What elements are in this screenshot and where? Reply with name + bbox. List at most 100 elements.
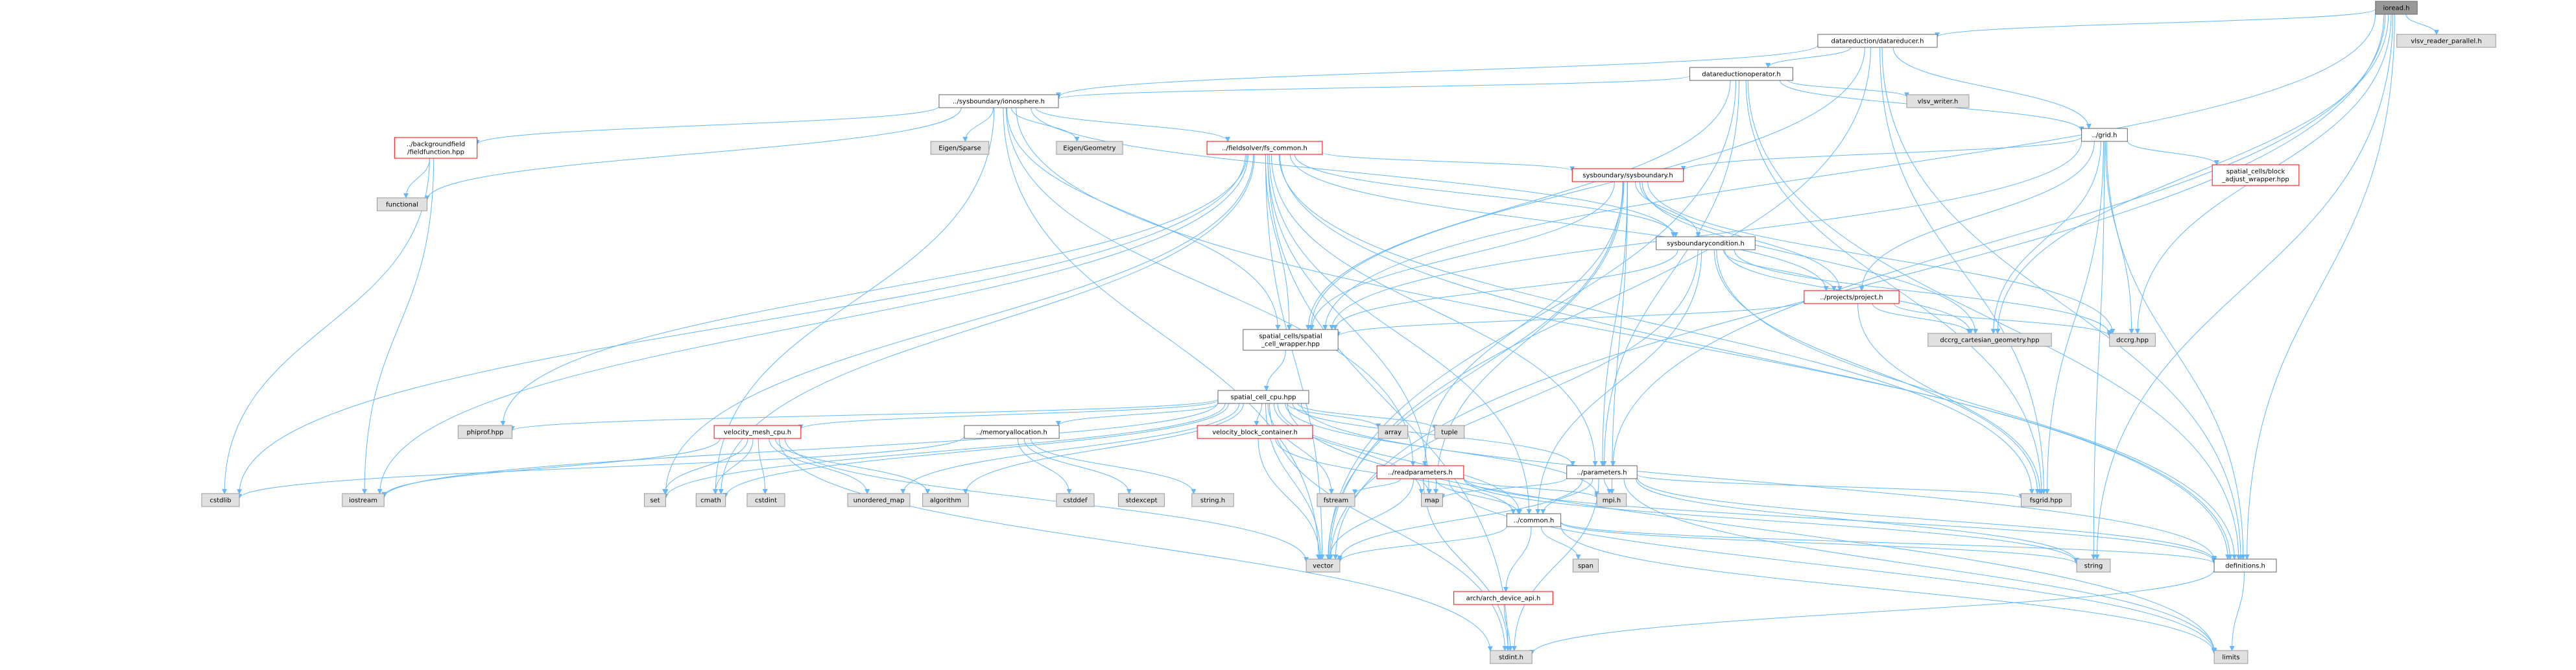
edge-cell_wrapper-to-cell_cpu	[1263, 350, 1286, 391]
node-common[interactable]: ../common.h	[1506, 513, 1562, 527]
edge-readparameters-to-stdint	[1423, 478, 1511, 651]
node-box	[2213, 650, 2248, 664]
node-box	[457, 425, 513, 439]
node-label: dccrg_cartesian_geometry.hpp	[1940, 337, 2039, 344]
node-cartesian: dccrg_cartesian_geometry.hpp	[1927, 333, 2052, 347]
node-ionosphere[interactable]: ../sysboundary/ionosphere.h	[938, 94, 1059, 108]
node-box	[1689, 67, 1793, 81]
edge-datareductionoperator-to-cell_wrapper	[1306, 80, 1731, 330]
edge-definitions-to-limits	[2229, 571, 2245, 651]
edge-common-to-vector	[1337, 525, 1507, 563]
node-block_adjust[interactable]: spatial_cells/block_adjust_wrapper.hpp	[2212, 164, 2300, 186]
node-parameters[interactable]: ../parameters.h	[1566, 465, 1638, 479]
node-datareductionoperator[interactable]: datareductionoperator.h	[1689, 67, 1793, 81]
node-box	[2212, 164, 2300, 186]
edge-parameters-to-definitions	[1636, 477, 2217, 562]
edge-ionosphere-to-readparameters	[1005, 107, 1416, 466]
node-box	[1596, 493, 1627, 507]
node-label: ../parameters.h	[1577, 470, 1627, 477]
edge-readparameters-to-common	[1435, 478, 1521, 514]
node-box	[1377, 425, 1409, 439]
node-project[interactable]: ../projects/project.h	[1804, 290, 1900, 304]
node-label: definitions.h	[2225, 563, 2265, 570]
node-backgroundfield[interactable]: ../backgroundfield/fieldfunction.hpp	[394, 137, 478, 159]
node-array: array	[1377, 425, 1409, 439]
node-readparameters[interactable]: ../readparameters.h	[1376, 465, 1464, 479]
node-label: stdexcept	[1125, 497, 1157, 505]
node-label: datareduction/datareducer.h	[1831, 38, 1924, 45]
node-label: ../sysboundary/ionosphere.h	[953, 99, 1045, 106]
node-label: ../readparameters.h	[1388, 470, 1453, 477]
node-label: vlsv_reader_parallel.h	[2411, 38, 2481, 45]
node-cell_wrapper[interactable]: spatial_cells/spatial_cell_wrapper.hpp	[1243, 329, 1339, 351]
edge-fs_common-to-vector	[1265, 154, 1325, 560]
edge-grid-to-cartesian	[1990, 141, 2101, 334]
node-ioread[interactable]: ioread.h	[2375, 1, 2418, 15]
node-box	[922, 493, 969, 507]
edge-ionosphere-to-functional	[424, 107, 962, 201]
node-box	[930, 141, 990, 155]
edge-ionosphere-to-cmath	[713, 107, 995, 494]
node-label: ../backgroundfield	[407, 141, 465, 149]
edge-readparameters-to-limits	[1448, 478, 2217, 654]
node-map: map	[1421, 493, 1443, 507]
node-box	[964, 425, 1060, 439]
edge-sysboundarycondition-to-cell_wrapper	[1332, 249, 1678, 330]
edge-velocity_mesh-to-unordered_map	[769, 438, 870, 494]
node-string: string	[2076, 558, 2111, 573]
edge-ioread-to-cartesian	[1995, 14, 2389, 334]
node-box	[1056, 141, 1123, 155]
edge-ionosphere-to-fs_common	[1035, 107, 1230, 142]
edge-ioread-to-parameters	[1610, 14, 2386, 466]
node-label: Eigen/Geometry	[1063, 145, 1115, 152]
node-box	[1656, 236, 1756, 250]
node-sysboundarycondition[interactable]: sysboundarycondition.h	[1656, 236, 1756, 250]
node-box	[342, 493, 385, 507]
node-velocity_block[interactable]: velocity_block_container.h	[1197, 425, 1313, 439]
edge-project-to-fsgrid	[1857, 303, 2043, 494]
node-datareducer[interactable]: datareduction/datareducer.h	[1817, 34, 1938, 48]
node-label: tuple	[1441, 429, 1458, 437]
node-phiprof: phiprof.hpp	[457, 425, 513, 439]
edge-sysboundarycondition-to-project	[1723, 249, 1837, 291]
node-velocity_mesh[interactable]: velocity_mesh_cpu.h	[713, 425, 802, 439]
node-box	[2021, 493, 2071, 507]
edge-parameters-to-string	[1636, 478, 2080, 564]
node-label: mpi.h	[1603, 497, 1621, 505]
node-box	[1306, 558, 1341, 573]
node-box	[1217, 390, 1309, 404]
node-label: velocity_block_container.h	[1212, 429, 1298, 437]
node-fs_common[interactable]: ../fieldsolver/fs_common.h	[1206, 141, 1323, 155]
node-label: cstdlib	[210, 497, 232, 505]
node-eigen_geometry: Eigen/Geometry	[1056, 141, 1123, 155]
node-arch_device_api[interactable]: arch/arch_device_api.h	[1453, 591, 1553, 605]
edge-grid-to-block_adjust	[2127, 141, 2219, 165]
edge-memoryallocation-to-string_h	[1031, 438, 1197, 494]
edge-parameters-to-mpi	[1603, 478, 1612, 494]
edge-cell_cpu-to-velocity_mesh	[798, 400, 1219, 430]
edge-fs_common-to-cstdlib	[237, 154, 1246, 495]
edge-velocity_mesh-to-iostream	[381, 438, 721, 497]
edge-fs_common-to-map	[1267, 154, 1432, 494]
node-label: spatial_cells/spatial	[1259, 333, 1322, 341]
edge-grid-to-project	[1859, 141, 2095, 291]
node-box	[1506, 513, 1562, 527]
node-label: string	[2084, 563, 2103, 570]
node-sysboundary[interactable]: sysboundary/sysboundary.h	[1571, 168, 1684, 182]
node-box	[2076, 558, 2111, 573]
edge-datareductionoperator-to-parameters	[1601, 80, 1739, 466]
node-span: span	[1572, 558, 1599, 573]
edge-datareducer-to-ionosphere	[1056, 44, 1819, 98]
edge-sysboundarycondition-to-common	[1535, 249, 1702, 514]
node-cell_cpu[interactable]: spatial_cell_cpu.hpp	[1217, 390, 1309, 404]
node-box	[1317, 493, 1355, 507]
edge-project-to-cartesian	[1872, 303, 1972, 334]
node-memoryallocation[interactable]: ../memoryallocation.h	[964, 425, 1060, 439]
node-definitions[interactable]: definitions.h	[2213, 558, 2277, 573]
edge-velocity_mesh-to-set	[662, 438, 748, 494]
node-label: ../grid.h	[2092, 132, 2117, 139]
edge-cell_cpu-to-set	[663, 403, 1226, 499]
edge-fs_common-to-phiprof	[500, 154, 1248, 426]
node-grid[interactable]: ../grid.h	[2081, 128, 2128, 142]
edge-parameters-to-fsgrid	[1636, 473, 2024, 499]
